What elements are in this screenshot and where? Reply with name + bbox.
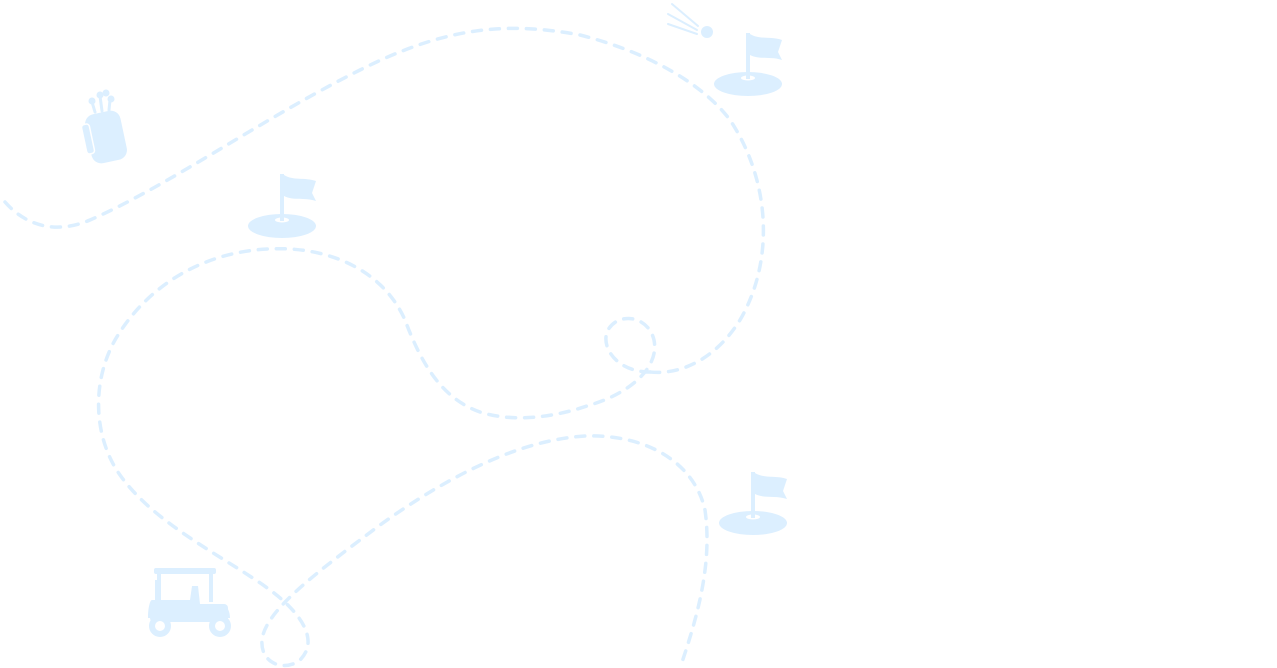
flag-icon [248,174,316,238]
golf-ball-icon [667,3,713,38]
flag-icon [714,33,782,96]
dashed-path-top [3,26,766,375]
golf-bag-icon [80,89,127,164]
flag-icon [719,472,787,535]
dashed-loop-small [96,246,709,668]
golf-cart-icon [148,568,231,637]
